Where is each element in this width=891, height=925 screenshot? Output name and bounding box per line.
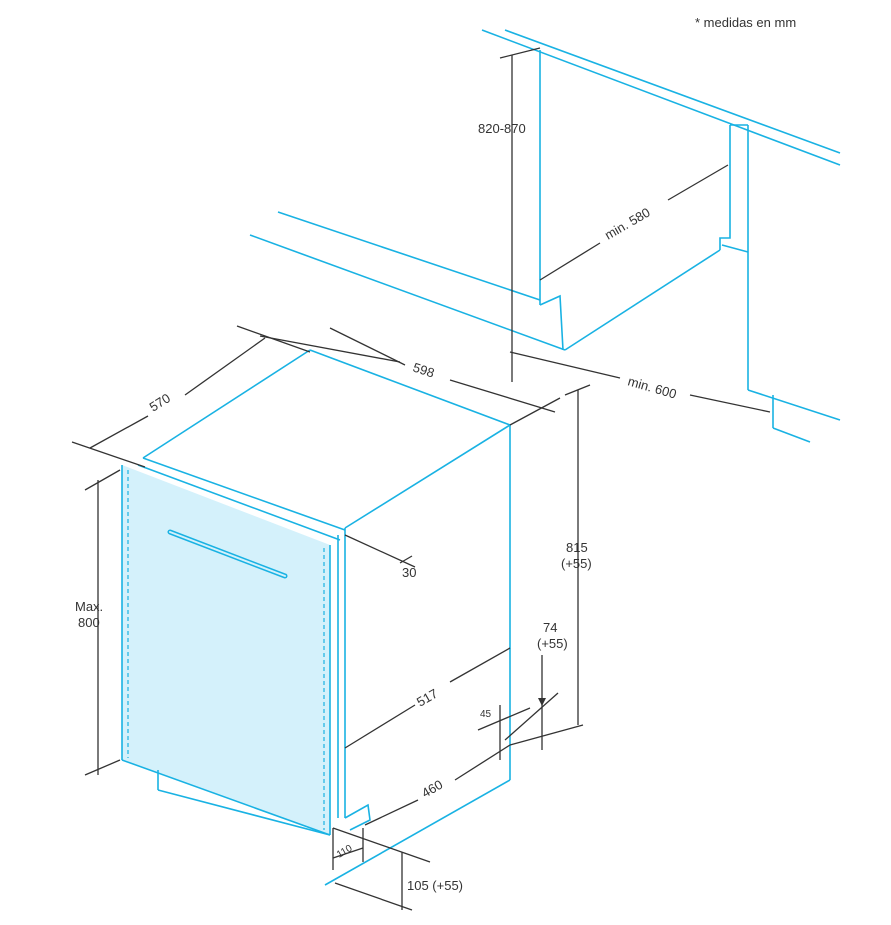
depth-label: 570: [147, 390, 173, 414]
plinth-height-label: 105 (+55): [407, 878, 463, 893]
niche-width-label: min. 600: [626, 373, 678, 401]
niche-dimensions: [499, 47, 771, 413]
foot-height-label-extra: (+55): [537, 636, 568, 651]
niche-depth-label: min. 580: [602, 205, 653, 243]
side-depth-label: 517: [414, 686, 440, 710]
niche-height-label: 820-870: [478, 121, 526, 136]
base-depth-label: 460: [419, 777, 445, 801]
appliance-dimensions: [71, 325, 591, 911]
units-note: * medidas en mm: [695, 15, 796, 30]
plinth-depth-label: 110: [335, 843, 355, 861]
door-panel: [122, 465, 330, 835]
door-max-value: 800: [78, 615, 100, 630]
niche-outline: [249, 29, 841, 443]
appliance-outline: [121, 349, 511, 886]
door-max-label: Max.: [75, 599, 103, 614]
foot-offset-label: 45: [480, 709, 492, 720]
door-offset-label: 30: [402, 565, 416, 580]
height-label-extra: (+55): [561, 556, 592, 571]
foot-height-label: 74: [543, 620, 557, 635]
height-label: 815: [566, 540, 588, 555]
width-label: 598: [411, 360, 436, 381]
